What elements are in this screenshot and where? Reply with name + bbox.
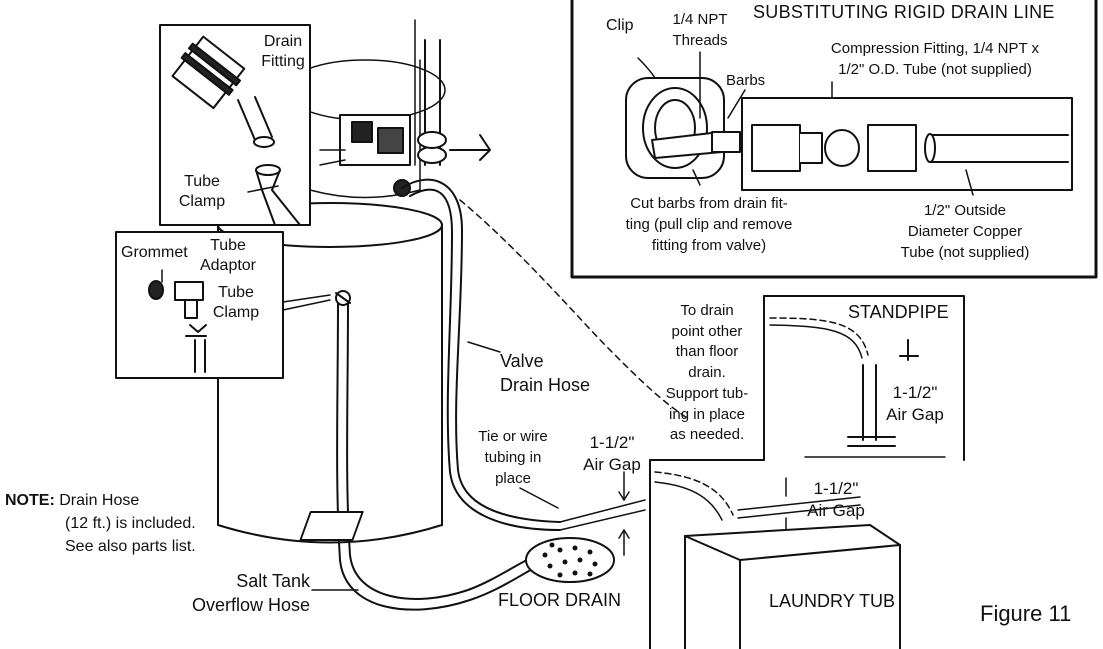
label-cut-barbs-1: Cut barbs from drain fit- [630, 195, 788, 212]
label-tube-adaptor-2: Adaptor [199, 257, 257, 274]
label-to-drain-point-4: drain. [688, 364, 726, 382]
salt-tank-overflow-hose [335, 290, 541, 611]
label-salt-tank-overflow-2: Overflow Hose [191, 595, 310, 615]
label-laundry-tub: LAUNDRY TUB [769, 591, 896, 611]
note-block: NOTE: Drain Hose [5, 489, 139, 512]
label-tube-clamp-top-1: Tube [184, 173, 220, 190]
label-drain-fitting-2: Fitting [261, 53, 305, 70]
dashed-drain-route [459, 199, 691, 421]
label-tie-wire-2: tubing in [484, 449, 542, 466]
label-air-gap-floor-1: 1-1/2" [589, 433, 635, 452]
label-to-drain-point-3: than floor [675, 343, 739, 361]
label-to-drain-point-7: as needed. [669, 426, 745, 444]
label-tube-clamp-mid-1: Tube [218, 284, 254, 301]
label-to-drain-point-5: Support tub- [665, 384, 749, 402]
label-valve-drain-hose-1: Valve [500, 351, 544, 371]
label-drain-fitting-1: Drain [263, 33, 303, 50]
label-air-gap-standpipe-1: 1-1/2" [892, 383, 938, 402]
label-air-gap-standpipe-2: Air Gap [886, 405, 944, 424]
label-air-gap-standpipe: 1-1/2" Air Gap [880, 382, 950, 426]
laundry-tub [654, 471, 901, 649]
standpipe-panel [649, 295, 965, 649]
note-line-2: (12 ft.) is included. [65, 515, 196, 532]
inset-tube-adaptor [115, 231, 284, 379]
label-tie-wire-3: place [495, 470, 531, 487]
label-air-gap-floor: 1-1/2" Air Gap [576, 432, 648, 476]
note-label: NOTE: [5, 492, 55, 509]
rigid-drain-panel [570, 0, 1098, 279]
label-npt-threads-2: Threads [672, 32, 728, 49]
label-cut-barbs-2: ting (pull clip and remove [625, 216, 793, 233]
label-to-drain-point-6: ing in place [669, 405, 745, 423]
label-tube-clamp-top-2: Clamp [178, 193, 226, 210]
note-line-1: Drain Hose [59, 492, 140, 509]
label-barbs: Barbs [726, 72, 766, 89]
rigid-panel-title: SUBSTITUTING RIGID DRAIN LINE [753, 2, 1055, 22]
label-valve-drain-hose-2: Drain Hose [500, 375, 591, 395]
label-valve-drain-hose: Valve Drain Hose [500, 349, 590, 397]
label-air-gap-floor-2: Air Gap [583, 455, 641, 474]
label-to-drain-point: To drain point other than floor drain. S… [654, 301, 760, 446]
label-cut-barbs: Cut barbs from drain fit- ting (pull cli… [604, 193, 814, 256]
label-copper-tube-1: 1/2" Outside [923, 202, 1007, 219]
note-line-3: See also parts list. [65, 538, 196, 555]
figure-caption: Figure 11 [980, 601, 1072, 626]
label-to-drain-point-2: point other [671, 322, 743, 340]
label-air-gap-tub-1: 1-1/2" [813, 479, 859, 498]
label-copper-tube-3: Tube (not supplied) [900, 244, 1030, 261]
label-compression-fitting-2: 1/2" O.D. Tube (not supplied) [838, 61, 1032, 78]
label-copper-tube-2: Diameter Copper [907, 223, 1023, 240]
label-tie-wire: Tie or wire tubing in place [468, 426, 558, 489]
label-tube-adaptor: Tube Adaptor [196, 236, 260, 276]
note-continued: (12 ft.) is included. See also parts lis… [65, 512, 196, 558]
label-floor-drain: FLOOR DRAIN [498, 590, 622, 610]
label-salt-tank-overflow-1: Salt Tank [236, 571, 310, 591]
valve-drain-hose [401, 178, 561, 531]
label-clip: Clip [606, 17, 634, 34]
label-grommet: Grommet [121, 244, 188, 261]
label-cut-barbs-3: fitting from valve) [651, 237, 767, 254]
label-npt-threads: 1/4 NPT Threads [664, 9, 736, 51]
label-tube-clamp-mid: Tube Clamp [210, 283, 262, 323]
label-compression-fitting-1: Compression Fitting, 1/4 NPT x [830, 40, 1040, 57]
label-standpipe: STANDPIPE [848, 302, 949, 322]
label-arrows [161, 185, 559, 591]
label-to-drain-point-1: To drain [680, 302, 734, 319]
label-air-gap-tub: 1-1/2" Air Gap [798, 478, 874, 522]
label-compression-fitting: Compression Fitting, 1/4 NPT x 1/2" O.D.… [815, 38, 1055, 80]
floor-drain [299, 471, 646, 583]
label-tube-clamp-top: Tube Clamp [165, 172, 239, 212]
label-tube-clamp-mid-2: Clamp [212, 304, 260, 321]
inset-drain-fitting [159, 24, 311, 226]
label-tube-adaptor-1: Tube [210, 237, 246, 254]
control-valve [319, 19, 491, 197]
label-drain-fitting: Drain Fitting [258, 32, 308, 72]
label-air-gap-tub-2: Air Gap [807, 501, 865, 520]
label-npt-threads-1: 1/4 NPT [672, 11, 728, 28]
label-tie-wire-1: Tie or wire [478, 428, 548, 445]
label-salt-tank-overflow: Salt Tank Overflow Hose [160, 569, 310, 617]
label-copper-tube: 1/2" Outside Diameter Copper Tube (not s… [890, 200, 1040, 263]
